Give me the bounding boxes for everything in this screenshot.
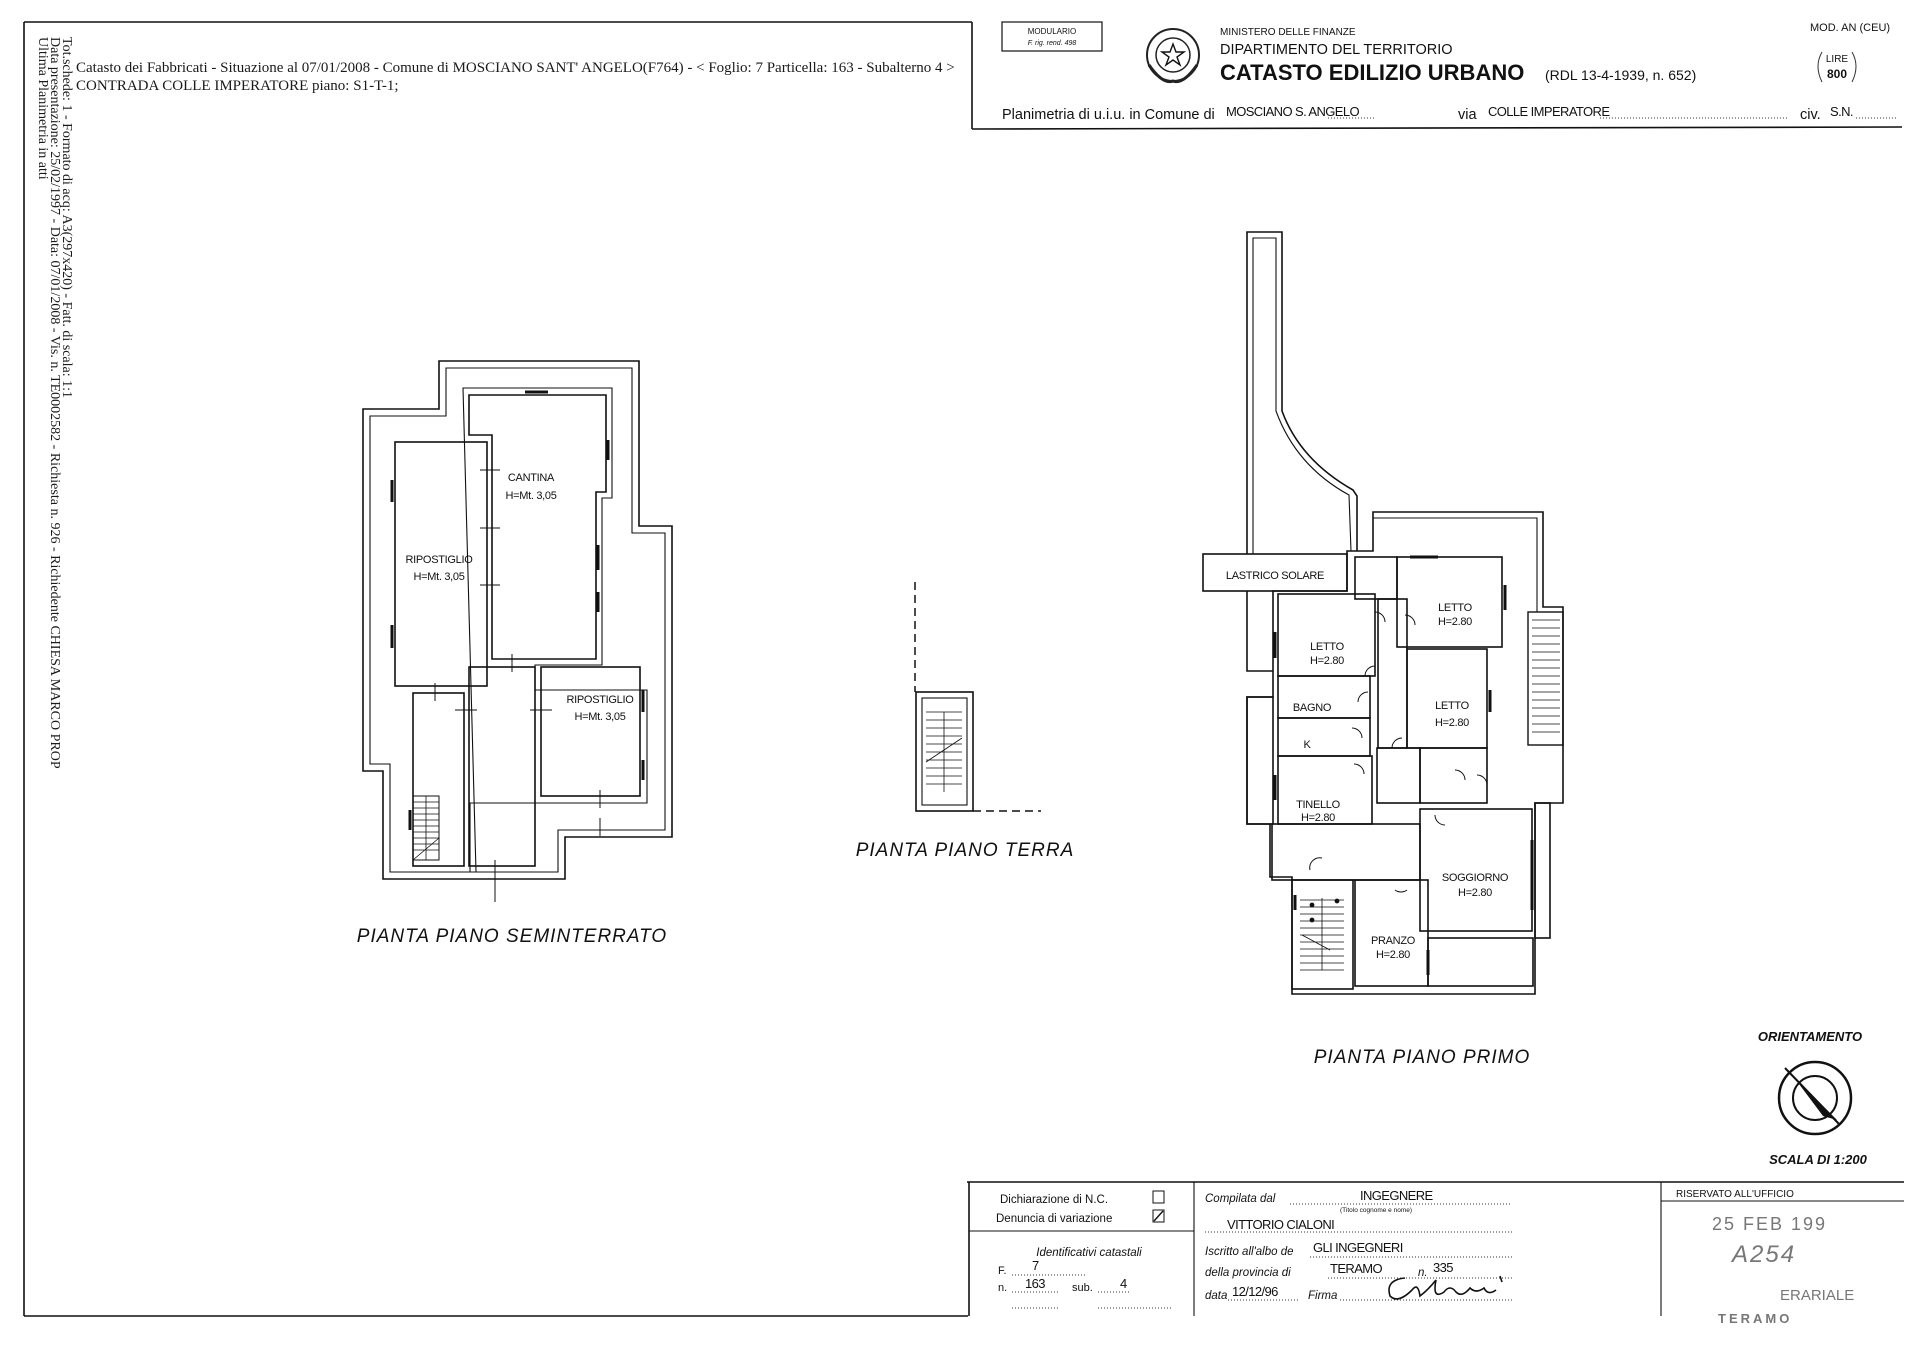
dichiarazione-label: Dichiarazione di N.C. — [1000, 1194, 1108, 1206]
sub-value: 4 — [1120, 1276, 1127, 1291]
riservato-label: RISERVATO ALL'UFFICIO — [1676, 1189, 1794, 1200]
room-tinello-height: H=2.80 — [1301, 812, 1335, 824]
lire-bracket — [1817, 51, 1857, 83]
titolo-hint: (Titolo cognome e nome) — [1340, 1207, 1412, 1214]
denuncia-label: Denuncia di variazione — [996, 1213, 1112, 1225]
stamp-date: 25 FEB 199 — [1712, 1214, 1827, 1234]
room-ripostiglio-height: H=Mt. 3,05 — [413, 571, 464, 583]
sub-label: sub. — [1072, 1282, 1093, 1294]
room-letto-height: H=2.80 — [1438, 616, 1472, 628]
room-bagno: BAGNO — [1293, 702, 1332, 714]
stamp-office: ERARIALE — [1780, 1287, 1854, 1304]
room-tinello: TINELLO — [1296, 799, 1340, 811]
stairs-icon — [412, 795, 440, 861]
room-ripostiglio-height: H=Mt. 3,05 — [574, 711, 625, 723]
plan-title: PIANTA PIANO PRIMO — [1314, 1047, 1530, 1068]
via-label: via — [1458, 107, 1477, 123]
orientamento-label: ORIENTAMENTO — [1758, 1029, 1862, 1044]
side-info-line: Data presentazione: 25/02/1997 - Data: 0… — [47, 37, 62, 769]
stairs-icon — [1527, 611, 1564, 746]
provincia-label: della provincia di — [1205, 1267, 1291, 1279]
compass-icon — [1777, 1060, 1853, 1136]
check-mark-icon — [1153, 1210, 1164, 1222]
side-info-line: Tot.schede: 1 - Formato di acq: A3(297x4… — [59, 37, 74, 398]
signature — [1388, 1275, 1503, 1300]
room-letto-height: H=2.80 — [1310, 655, 1344, 667]
plan-title: PIANTA PIANO SEMINTERRATO — [357, 926, 667, 947]
plan-primo: LASTRICO SOLARE LETTO H=2.80 BAGNO K TIN… — [1202, 231, 1564, 1068]
data-value: 12/12/96 — [1232, 1284, 1278, 1299]
modulario-box — [1001, 21, 1103, 52]
comune-value: MOSCIANO S. ANGELO — [1226, 104, 1359, 119]
planimetria-label: Planimetria di u.i.u. in Comune di — [1002, 107, 1215, 123]
room-letto: LETTO — [1310, 641, 1344, 653]
stamp-city: TERAMO — [1718, 1311, 1792, 1326]
page-frame — [23, 21, 1903, 1317]
ministero: MINISTERO DELLE FINANZE — [1220, 27, 1356, 38]
room-soggiorno-height: H=2.80 — [1458, 887, 1492, 899]
dichiarazione-checkbox[interactable] — [1152, 1190, 1165, 1204]
catasto-title: CATASTO EDILIZIO URBANO — [1220, 60, 1524, 85]
lire-value: 800 — [1827, 67, 1847, 81]
identificativi-label: Identificativi catastali — [1036, 1247, 1142, 1259]
footer-form: Dichiarazione di N.C. Denuncia di variaz… — [967, 1181, 1904, 1326]
via-value: COLLE IMPERATORE — [1488, 104, 1610, 119]
plan-title: PIANTA PIANO TERRA — [856, 840, 1075, 861]
room-letto: LETTO — [1438, 602, 1472, 614]
scala-label: SCALA DI 1:200 — [1769, 1152, 1868, 1167]
particella-value: 163 — [1025, 1276, 1045, 1291]
room-cantina: CANTINA — [508, 472, 555, 484]
room-letto: LETTO — [1435, 700, 1469, 712]
room-ripostiglio: RIPOSTIGLIO — [406, 554, 474, 566]
albo-label: Iscritto all'albo de — [1205, 1246, 1294, 1258]
compilata-label: Compilata dal — [1205, 1193, 1276, 1205]
dipartimento: DIPARTIMENTO DEL TERRITORIO — [1220, 42, 1453, 58]
provincia-value: TERAMO — [1330, 1261, 1383, 1276]
modulario-sub: F. rig. rend. 498 — [1028, 40, 1077, 47]
mod-code: MOD. AN (CEU) — [1810, 22, 1890, 34]
data-label: data — [1205, 1290, 1227, 1302]
plan-seminterrato: CANTINA H=Mt. 3,05 RIPOSTIGLIO H=Mt. 3,0… — [357, 360, 673, 947]
room-lastrico-solare: LASTRICO SOLARE — [1226, 570, 1324, 582]
door-swings — [1309, 611, 1488, 893]
window-marks — [1273, 555, 1534, 975]
compilata-value: INGEGNERE — [1360, 1188, 1434, 1203]
room-cantina-height: H=Mt. 3,05 — [505, 490, 556, 502]
room-ripostiglio: RIPOSTIGLIO — [567, 694, 635, 706]
albo-value: GLI INGEGNERI — [1313, 1240, 1403, 1255]
stairs-icon — [925, 711, 963, 792]
room-soggiorno: SOGGIORNO — [1442, 872, 1509, 884]
foglio-value: 7 — [1032, 1258, 1039, 1273]
side-info-line: Ultima Planimetria in atti — [35, 37, 50, 180]
emblem-icon — [1146, 28, 1200, 84]
header-situazione: Catasto dei Fabbricati - Situazione al 0… — [76, 60, 955, 76]
header-indirizzo: CONTRADA COLLE IMPERATORE piano: S1-T-1; — [76, 78, 399, 94]
room-pranzo-height: H=2.80 — [1376, 949, 1410, 961]
iscrizione-numero-value: 335 — [1433, 1260, 1453, 1275]
civ-label: civ. — [1800, 107, 1821, 123]
side-info: Ultima Planimetria in atti Data presenta… — [35, 37, 74, 769]
room-pranzo: PRANZO — [1371, 935, 1416, 947]
room-k: K — [1303, 739, 1311, 751]
firma-label: Firma — [1308, 1290, 1337, 1302]
room-letto-height: H=2.80 — [1435, 717, 1469, 729]
foglio-label: F. — [998, 1265, 1007, 1277]
civ-value: S.N. — [1830, 104, 1853, 119]
lire-label: LIRE — [1826, 54, 1849, 65]
stairs-icon — [1300, 898, 1344, 971]
rdl-reference: (RDL 13-4-1939, n. 652) — [1545, 67, 1696, 83]
plan-terra: PIANTA PIANO TERRA — [856, 582, 1075, 861]
stamp-number: A254 — [1730, 1241, 1796, 1268]
form-header: MODULARIO F. rig. rend. 498 MINISTERO DE… — [1001, 21, 1898, 123]
particella-label: n. — [998, 1282, 1007, 1294]
denuncia-checkbox[interactable] — [1152, 1209, 1165, 1223]
iscrizione-numero-label: n. — [1418, 1267, 1428, 1279]
modulario-label: MODULARIO — [1028, 27, 1076, 36]
compilatore-nome: VITTORIO CIALONI — [1227, 1217, 1334, 1232]
office-stamp: 25 FEB 199 A254 ERARIALE TERAMO — [1712, 1214, 1854, 1326]
window-marks — [390, 390, 645, 830]
door-marks — [434, 469, 601, 902]
